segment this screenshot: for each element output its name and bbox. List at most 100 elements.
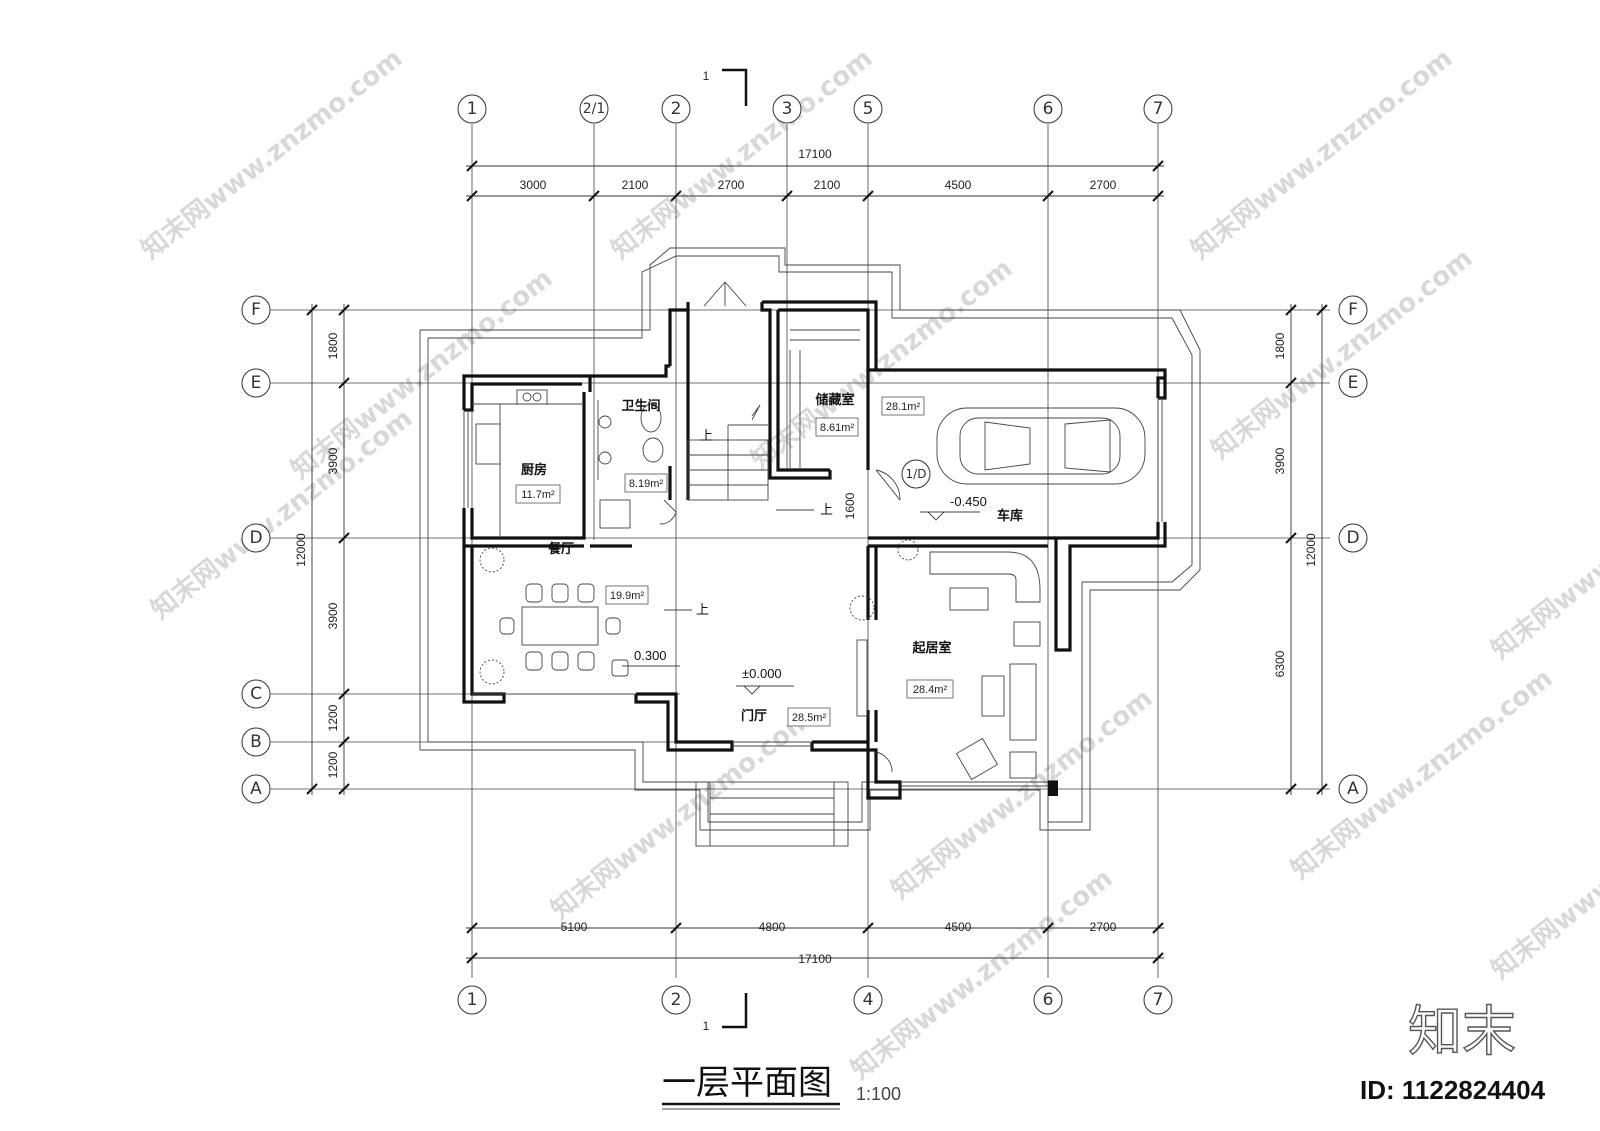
watermark-text: 知末网www.znzmo.com (146, 403, 418, 625)
section-label-top: 1 (703, 69, 710, 83)
dim-left-2: 3900 (326, 447, 340, 474)
room-storage-name: 储藏室 (814, 392, 854, 408)
dim-right-2: 3900 (1273, 447, 1287, 474)
up-label-corridor: 上 (820, 502, 833, 517)
room-dining-name: 餐厅 (547, 541, 574, 557)
kitchen-fixtures (472, 389, 582, 538)
axis-bottom-2: 2 (671, 990, 682, 1010)
axis-top-2: 2 (671, 99, 682, 119)
drawing-id: ID: 1122824404 (1360, 1075, 1546, 1105)
axis-top-1: 1 (467, 99, 478, 119)
dim-top-total: 17100 (798, 147, 832, 161)
dim-left-3: 3900 (326, 602, 340, 629)
level-hall: ±0.000 (742, 666, 782, 681)
axis-top-2-1: 2/1 (583, 101, 606, 117)
axis-grid (270, 124, 1330, 978)
dining-table-set (499, 583, 629, 677)
room-living-area: 28.4m² (913, 684, 948, 696)
watermark-text: 知末网www.znzmo.com (606, 43, 878, 265)
watermark-text: 知末网www.znzmo.com (1186, 43, 1458, 265)
dim-bottom-1: 5100 (561, 920, 588, 934)
car-symbol (936, 407, 1146, 485)
drawing-title: 一层平面图 (662, 1063, 832, 1103)
section-label-bottom: 1 (703, 1019, 710, 1033)
axis-left-B: B (250, 732, 262, 752)
axis-left-E: E (251, 373, 262, 393)
up-label-dining: 上 (696, 602, 709, 617)
dim-bottom-2: 4800 (759, 920, 786, 934)
plant-symbols (479, 539, 919, 685)
level-marks: -0.450 0.300 ±0.000 (622, 494, 987, 695)
window-lines (463, 398, 1163, 787)
dim-stair-1600: 1600 (843, 492, 857, 519)
room-labels: 厨房 11.7m² 卫生间 8.19m² 储藏室 8.61m² 车库 28.1m… (515, 392, 1023, 727)
axis-right-F: F (1348, 300, 1358, 320)
watermark-text: 知末网www.znzmo.com (886, 683, 1158, 905)
door-swings (659, 469, 901, 773)
dim-top-6: 2700 (1090, 178, 1117, 192)
living-furniture (856, 551, 1041, 781)
room-dining-area: 19.9m² (610, 590, 645, 602)
up-label-stair: 上 (700, 428, 713, 443)
axis-right-D: D (1346, 528, 1359, 548)
axis-bottom-4: 4 (863, 990, 874, 1010)
top-double-door (703, 281, 747, 307)
axis-right-A: A (1347, 779, 1359, 799)
axis-left-D: D (249, 528, 262, 548)
drawing-scale: 1:100 (856, 1084, 901, 1104)
storage-shelves (789, 329, 860, 470)
top-axis-markers: 1 2/1 2 3 5 6 7 (457, 94, 1173, 124)
room-bathroom-name: 卫生间 (621, 398, 660, 414)
dim-right-1: 1800 (1273, 332, 1287, 359)
axis-top-7: 7 (1153, 99, 1164, 119)
section-mark-bottom: 1 (703, 993, 748, 1033)
axis-top-6: 6 (1043, 99, 1054, 119)
up-markers: 上 上 上 (664, 428, 833, 617)
section-mark-top: 1 (703, 68, 748, 106)
room-living-name: 起居室 (911, 640, 951, 656)
room-kitchen-name: 厨房 (521, 462, 547, 478)
title-block: 一层平面图 1:100 (662, 1063, 901, 1110)
dim-right-total: 12000 (1304, 533, 1318, 567)
detail-ref-label: 1/D (906, 467, 927, 481)
dim-left-total: 12000 (294, 533, 308, 567)
entry-steps (695, 781, 849, 847)
watermark-text: 知末网www.znzmo.com (1486, 763, 1600, 985)
room-hall-area: 28.5m² (792, 712, 827, 724)
axis-right-E: E (1348, 373, 1359, 393)
left-axis-markers: F E D C B A (241, 295, 271, 804)
level-garage: -0.450 (950, 494, 987, 509)
dim-right-3: 6300 (1273, 650, 1287, 677)
watermark-text: 知末网www.znzmo.com (1286, 663, 1558, 885)
bathroom-fixtures (597, 400, 664, 529)
room-storage-area: 8.61m² (820, 422, 855, 434)
axis-left-F: F (251, 300, 261, 320)
dim-bottom-total: 17100 (798, 952, 832, 966)
watermark-text: 知末网www.znzmo.com (136, 43, 408, 265)
axis-top-5: 5 (863, 99, 874, 119)
room-kitchen-area: 11.7m² (521, 489, 555, 501)
watermark-text: 知末网www.znzmo.com (1206, 243, 1478, 465)
watermark-text: 知末网www.znzmo.com (546, 703, 818, 925)
right-axis-markers: F E D A (1338, 295, 1368, 804)
watermark-text: 知末网www.znzmo.com (846, 863, 1118, 1085)
dim-top-1: 3000 (520, 178, 547, 192)
axis-bottom-1: 1 (467, 990, 478, 1010)
room-bathroom-area: 8.19m² (629, 478, 664, 490)
dim-bottom-3: 4500 (945, 920, 972, 934)
dim-bottom-4: 2700 (1090, 920, 1117, 934)
axis-left-A: A (250, 779, 262, 799)
dim-top-3: 2700 (718, 178, 745, 192)
axis-left-C: C (250, 684, 262, 704)
dim-top-5: 4500 (945, 178, 972, 192)
dim-left-4: 1200 (326, 704, 340, 731)
dim-top-2: 2100 (622, 178, 649, 192)
interior-stair (687, 404, 769, 501)
bottom-axis-markers: 1 2 4 6 7 (457, 985, 1173, 1015)
dim-left-5: 1200 (326, 751, 340, 778)
room-hall-name: 门厅 (741, 708, 767, 724)
brand-logo: 知末 (1408, 1000, 1516, 1063)
dimension-lines: 17100 3000 2100 2700 2100 4500 2700 5100… (294, 147, 1328, 966)
axis-top-3: 3 (782, 99, 793, 119)
